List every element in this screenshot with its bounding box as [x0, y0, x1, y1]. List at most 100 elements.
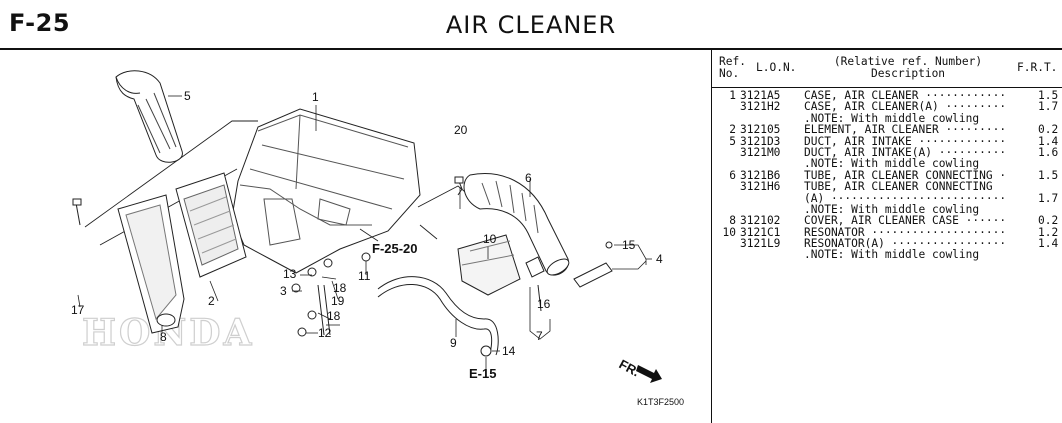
part-element: [175, 172, 247, 278]
row-ref-no: 5: [729, 134, 736, 148]
table-row[interactable]: .NOTE: With middle cowling: [712, 202, 1062, 216]
table-row[interactable]: 3121H6 TUBE, AIR CLEANER CONNECTING: [712, 180, 1062, 194]
row-description: TUBE, AIR CLEANER CONNECTING: [804, 180, 993, 194]
header-description: (Relative ref. Number) Description: [804, 56, 1012, 80]
row-frt: 1.4: [1038, 237, 1059, 251]
row-description: TUBE, AIR CLEANER CONNECTING ·: [804, 168, 1007, 182]
callout-1: 1: [312, 90, 319, 104]
callout-20: 20: [454, 123, 468, 137]
callout-8: 8: [160, 330, 167, 344]
figure-code: K1T3F2500: [637, 397, 684, 407]
row-description: (A) ··························: [804, 191, 1007, 205]
callout-13: 13: [283, 267, 297, 281]
header-ref: Ref.: [719, 55, 746, 68]
row-ref-no: 2: [729, 123, 736, 137]
front-arrow-icon: FR.: [617, 356, 662, 383]
callout-17: 17: [71, 303, 85, 317]
part-resonator: [457, 234, 521, 296]
section-title: AIR CLEANER: [445, 11, 617, 39]
row-frt: 1.5: [1038, 89, 1059, 102]
part-intake-duct: [115, 70, 183, 163]
row-description: .NOTE: With middle cowling: [804, 111, 980, 125]
parts-list: Ref. No. L.O.N. (Relative ref. Number) D…: [712, 49, 1062, 423]
callout-18a: 18: [333, 281, 347, 295]
row-description: COVER, AIR CLEANER CASE ······: [804, 214, 1007, 228]
callout-14: 14: [502, 344, 516, 358]
row-frt: 0.2: [1038, 214, 1059, 228]
table-row[interactable]: .NOTE: With middle cowling: [712, 111, 1062, 125]
row-ref-no: 1: [729, 89, 736, 102]
ref-e-15[interactable]: E-15: [469, 366, 496, 381]
header-ref-no: Ref. No.: [719, 56, 746, 80]
row-description: CASE, AIR CLEANER ············: [804, 89, 1007, 102]
callout-2: 2: [208, 294, 215, 308]
parts-rows: 1 3121A5 CASE, AIR CLEANER ············ 1.5…: [712, 90, 1062, 261]
table-row[interactable]: .NOTE: With middle cowling: [712, 158, 1062, 170]
diagram-drawing: HONDA: [71, 70, 684, 407]
exploded-diagram: HONDA: [0, 49, 712, 423]
callout-18b: 18: [327, 309, 341, 323]
section-code: F-25: [9, 9, 71, 37]
callout-15: 15: [622, 238, 636, 252]
row-description: CASE, AIR CLEANER(A) ·········: [804, 100, 1007, 114]
row-ref-no: 10: [722, 225, 736, 239]
table-row[interactable]: (A) ·························· 1.7: [712, 191, 1062, 205]
row-lon: 3121H2: [740, 100, 781, 114]
row-frt: 1.4: [1038, 134, 1059, 148]
leader-lines: [77, 95, 652, 369]
row-lon: 3121L9: [740, 237, 781, 251]
callout-16: 16: [537, 297, 551, 311]
row-description: DUCT, AIR INTAKE ·············: [804, 134, 1007, 148]
table-row[interactable]: 1 3121A5 CASE, AIR CLEANER ············ 1.5: [712, 89, 1062, 102]
row-description: RESONATOR ····················: [804, 225, 1007, 239]
row-description: .NOTE: With middle cowling: [804, 202, 980, 216]
callouts: 5 1 20 6 10 15 4 16 7 2 8 17 13 18 3 19 …: [71, 89, 684, 407]
row-frt: 1.6: [1038, 145, 1059, 159]
header-desc: Description: [870, 67, 946, 80]
header-lon: L.O.N.: [756, 61, 797, 74]
callout-7: 7: [536, 329, 543, 343]
table-row[interactable]: 3121M0 DUCT, AIR INTAKE(A) ·········· 1.6: [712, 145, 1062, 159]
callout-4: 4: [656, 252, 663, 266]
part-cover: [117, 194, 185, 334]
row-lon: 3121M0: [740, 145, 781, 159]
part-hose: [377, 276, 499, 356]
parts-list-header: Ref. No. L.O.N. (Relative ref. Number) D…: [712, 49, 1062, 88]
row-ref-no: 8: [729, 214, 736, 228]
header-relative-ref: (Relative ref. Number): [833, 55, 983, 68]
row-frt: 1.7: [1038, 100, 1059, 114]
table-row[interactable]: 2 312105 ELEMENT, AIR CLEANER ········· 0.2: [712, 123, 1062, 137]
row-lon: 3121A5: [740, 89, 781, 102]
outline-line: [419, 224, 438, 240]
row-description: DUCT, AIR INTAKE(A) ··········: [804, 145, 1007, 159]
row-frt: 1.7: [1038, 191, 1059, 205]
header-no: No.: [719, 67, 740, 80]
part-clip: [525, 241, 613, 288]
row-lon: 312105: [740, 123, 781, 137]
table-row[interactable]: 5 3121D3 DUCT, AIR INTAKE ············· 1.4: [712, 134, 1062, 148]
callout-10: 10: [483, 232, 497, 246]
header-frt: F.R.T.: [1017, 61, 1058, 74]
row-lon: 3121H6: [740, 180, 781, 194]
table-row[interactable]: 3121H2 CASE, AIR CLEANER(A) ········· 1.7: [712, 100, 1062, 114]
row-lon: 3121D3: [740, 134, 781, 148]
callout-11: 11: [358, 269, 371, 283]
row-lon: 3121C1: [740, 225, 781, 239]
fasteners: [72, 176, 542, 357]
row-lon: 3121B6: [740, 168, 781, 182]
row-frt: 0.2: [1038, 123, 1059, 137]
ref-f-25-20[interactable]: F-25-20: [372, 241, 418, 256]
table-row[interactable]: .NOTE: With middle cowling: [712, 248, 1062, 262]
page-header: F-25 AIR CLEANER: [0, 0, 1062, 50]
row-frt: 1.5: [1038, 168, 1059, 182]
outline-line: [84, 120, 258, 228]
row-description: ELEMENT, AIR CLEANER ·········: [804, 123, 1007, 137]
row-description: .NOTE: With middle cowling: [804, 248, 980, 262]
callout-6: 6: [525, 171, 532, 185]
front-direction-label: FR.: [617, 356, 643, 379]
